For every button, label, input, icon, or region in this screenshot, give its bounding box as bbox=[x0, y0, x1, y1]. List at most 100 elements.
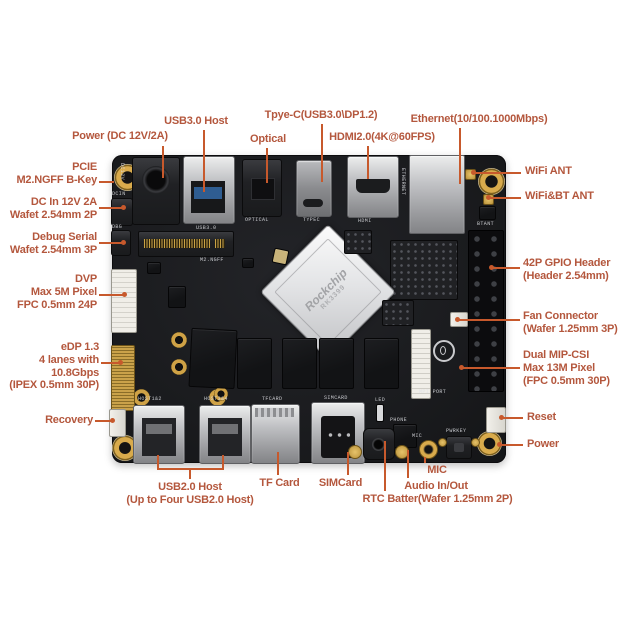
label-text: (IPEX 0.5mm 30P) bbox=[9, 379, 99, 392]
label-text: (Header 2.54mm) bbox=[523, 269, 609, 282]
pointer-dot bbox=[110, 418, 115, 423]
firefly-logo bbox=[433, 340, 455, 362]
pointer-line bbox=[189, 468, 191, 479]
pointer-dot bbox=[121, 205, 126, 210]
mounting-hole bbox=[171, 359, 187, 375]
label-text: Ethernet(10/100.1000Mbps) bbox=[410, 113, 548, 125]
usb3-blue-tongue bbox=[194, 187, 222, 199]
label-text: Wafet 2.54mm 2P bbox=[9, 208, 97, 221]
recovery-button bbox=[109, 409, 126, 437]
pointer-dot bbox=[499, 415, 504, 420]
optical-flap bbox=[251, 178, 275, 200]
silk-mpi: MPI PORT bbox=[419, 389, 447, 395]
emmc-chip bbox=[188, 327, 238, 390]
pointer-line bbox=[459, 128, 461, 184]
pointer-dot bbox=[455, 317, 460, 322]
label-mic: MIC bbox=[412, 464, 462, 477]
label-hdmi: HDMI2.0(4K@60FPS) bbox=[312, 131, 452, 144]
silk-typec: TYPEC bbox=[303, 217, 321, 223]
pad-array bbox=[344, 230, 372, 254]
label-reset: Reset bbox=[527, 411, 587, 424]
label-text: 10.8Gbps bbox=[51, 366, 99, 379]
led-cluster bbox=[376, 404, 384, 422]
pointer-line bbox=[458, 319, 520, 321]
pointer-line bbox=[462, 367, 520, 369]
edp-connector bbox=[111, 345, 135, 411]
silk-led: LED bbox=[375, 397, 386, 403]
label-text: Recovery bbox=[45, 414, 93, 426]
label-wifi-ant: WiFi ANT bbox=[525, 165, 620, 178]
silk-optical: OPTICAL bbox=[245, 217, 269, 223]
usb2-tongue bbox=[146, 424, 172, 434]
label-text: TF Card bbox=[259, 477, 300, 489]
dcin-wafer-connector bbox=[111, 198, 133, 226]
pointer-line bbox=[157, 455, 159, 470]
pointer-line bbox=[424, 457, 426, 463]
standoff bbox=[438, 438, 447, 447]
label-sim-card: SIMCard bbox=[313, 477, 368, 490]
label-text: 42P GPIO Header bbox=[523, 257, 611, 269]
label-text: Tpye-C(USB3.0\DP1.2) bbox=[264, 109, 378, 121]
reset-button bbox=[486, 407, 506, 433]
small-component bbox=[271, 247, 290, 266]
label-text: WiFi ANT bbox=[525, 165, 572, 177]
label-tf-card: TF Card bbox=[252, 477, 307, 490]
mounting-hole bbox=[171, 332, 187, 348]
label-text: HDMI2.0(4K@60FPS) bbox=[329, 131, 435, 143]
standoff bbox=[471, 438, 480, 447]
tf-slot-ridges bbox=[255, 408, 294, 417]
label-text: (FPC 0.5mm 30P) bbox=[523, 374, 610, 387]
pointer-dot bbox=[118, 360, 123, 365]
audio-jack bbox=[363, 428, 395, 460]
pointer-dot bbox=[121, 240, 126, 245]
label-usb2: USB2.0 Host(Up to Four USB2.0 Host) bbox=[110, 481, 270, 507]
label-audio: Audio In/Out bbox=[396, 480, 476, 493]
label-text: Max 13M Pixel bbox=[523, 361, 595, 374]
pointer-line bbox=[474, 172, 521, 174]
label-text: M2.NGFF B-Key bbox=[16, 173, 97, 186]
audio-jack-opening bbox=[372, 438, 385, 451]
label-text: DC In 12V 2A bbox=[30, 196, 97, 208]
pad-array bbox=[382, 300, 414, 326]
dc-jack-opening bbox=[142, 166, 170, 194]
pointer-line bbox=[492, 267, 520, 269]
hdmi-opening bbox=[356, 179, 390, 193]
label-text: 4 lanes with bbox=[39, 353, 99, 366]
pointer-dot bbox=[497, 442, 502, 447]
label-power-button: Power bbox=[527, 438, 587, 451]
label-text: eDP 1.3 bbox=[60, 341, 99, 353]
ethernet-port bbox=[409, 155, 465, 234]
standoff bbox=[348, 445, 362, 459]
pointer-line bbox=[99, 181, 114, 183]
label-text: Dual MIP-CSI bbox=[523, 349, 590, 361]
silk-mic: MIC bbox=[412, 433, 423, 439]
silk-m2: M2.NGFF bbox=[200, 257, 224, 263]
small-component bbox=[147, 262, 161, 274]
label-text: Fan Connector bbox=[523, 310, 599, 322]
label-gpio: 42P GPIO Header(Header 2.54mm) bbox=[523, 257, 623, 283]
ram-chip bbox=[319, 338, 354, 389]
typec-port bbox=[296, 160, 332, 217]
label-text: USB2.0 Host bbox=[158, 481, 222, 493]
silk-pwrkey: PWRKEY bbox=[446, 428, 467, 434]
pointer-line bbox=[407, 450, 409, 478]
pointer-line bbox=[500, 444, 523, 446]
hdmi-port bbox=[347, 156, 399, 218]
label-text: RTC Batter(Wafer 1.25mm 2P) bbox=[362, 493, 513, 505]
pointer-line bbox=[321, 124, 323, 182]
mounting-hole bbox=[214, 387, 228, 401]
m2-ngff-slot bbox=[138, 231, 234, 257]
label-text: SIMCard bbox=[318, 477, 363, 489]
label-text: Audio In/Out bbox=[404, 480, 468, 492]
tf-card-slot bbox=[251, 404, 300, 464]
label-text: Optical bbox=[250, 133, 286, 145]
mic-capsule bbox=[419, 440, 438, 459]
silk-dbg: DBG bbox=[112, 224, 123, 230]
pointer-line bbox=[347, 452, 349, 475]
m2-gold-pins bbox=[144, 239, 210, 248]
pointer-line bbox=[266, 148, 268, 183]
